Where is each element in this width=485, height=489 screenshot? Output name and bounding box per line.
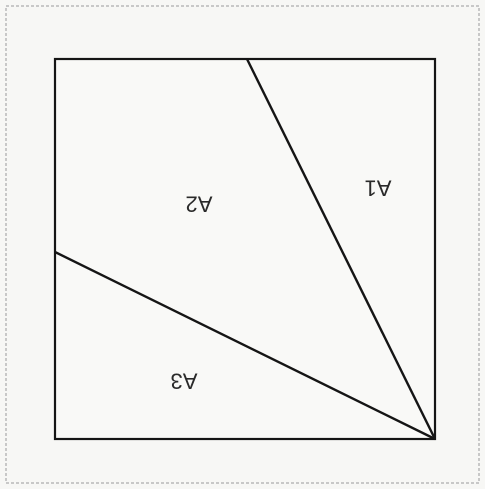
region-label-a3: A3 [171,369,198,394]
region-label-a2: A2 [186,192,213,217]
divider-line-a1-a2 [245,58,437,440]
square-outline [53,57,437,441]
region-label-a1: A1 [365,176,392,201]
divider-line-a2-a3 [54,250,436,441]
outer-dashed-frame [5,5,480,484]
